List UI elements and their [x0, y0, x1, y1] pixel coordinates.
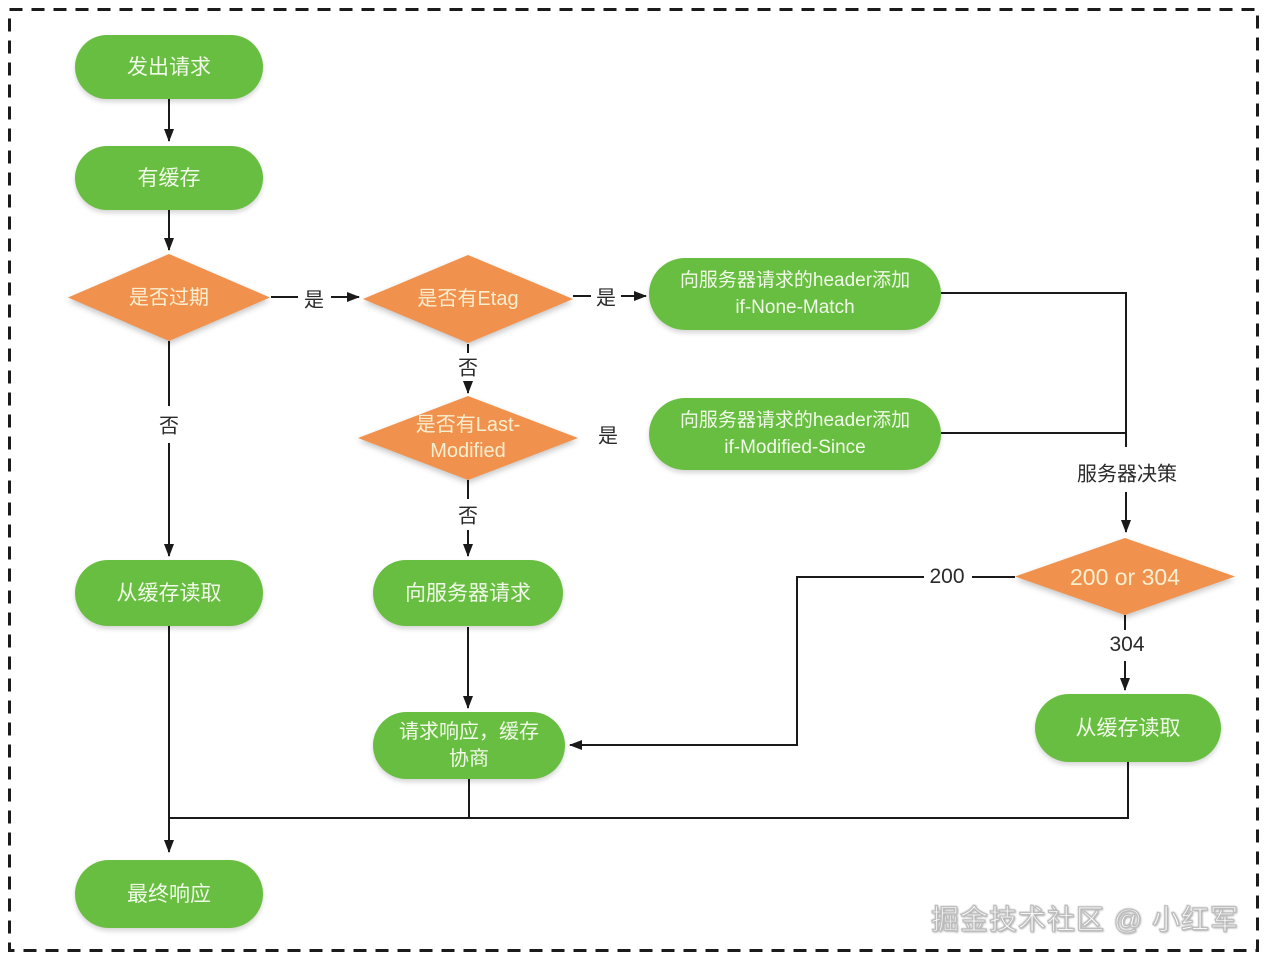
edge-label-lastmodified-yes: 是 [598, 425, 618, 448]
node-start-label: 发出请求 [127, 55, 211, 79]
node-final-response-label: 最终响应 [127, 882, 211, 906]
node-response-negotiate: 请求响应，缓存 协商 [373, 712, 565, 779]
node-add-if-none-match: 向服务器请求的header添加 if-None-Match [649, 258, 941, 330]
edge-label-status-200: 200 [929, 565, 965, 588]
edge-label-lastmodified-no: 否 [458, 505, 478, 528]
edge-label-server-decision: 服务器决策 [1077, 463, 1177, 486]
edge-nonematch-rail [941, 292, 1127, 447]
node-response-negotiate-line1: 请求响应，缓存 [399, 720, 539, 743]
edge-label-etag-yes: 是 [596, 287, 616, 310]
edge-status-200-b [569, 576, 924, 750]
node-is-expired: 是否过期 [68, 254, 270, 341]
edge-readcacheright-rail [169, 762, 1129, 819]
node-add-if-modified-since: 向服务器请求的header添加 if-Modified-Since [649, 398, 941, 470]
node-add-if-modified-since-line1: 向服务器请求的header添加 [679, 410, 911, 431]
dashed-frame [8, 8, 1259, 952]
node-has-last-modified-line2: Modified [430, 440, 506, 462]
node-has-etag: 是否有Etag [363, 255, 573, 343]
node-request-server-label: 向服务器请求 [405, 581, 531, 605]
watermark-text: 掘金技术社区 @ 小红军 [930, 903, 1239, 935]
node-add-if-none-match-line1: 向服务器请求的header添加 [679, 270, 911, 291]
node-read-cache-left-label: 从缓存读取 [116, 581, 222, 605]
edge-label-etag-no: 否 [458, 357, 478, 380]
node-has-cache-label: 有缓存 [137, 166, 201, 190]
node-status-decision: 200 or 304 [1015, 538, 1235, 615]
node-has-last-modified-line1: 是否有Last- [415, 414, 521, 436]
node-has-last-modified: 是否有Last- Modified [358, 396, 578, 480]
node-read-cache-right-label: 从缓存读取 [1075, 716, 1181, 740]
node-request-server: 向服务器请求 [373, 560, 563, 626]
edge-label-status-304: 304 [1109, 633, 1145, 656]
edge-label-expired-yes: 是 [304, 289, 324, 312]
node-is-expired-label: 是否过期 [129, 286, 209, 309]
node-read-cache-right: 从缓存读取 [1035, 694, 1221, 762]
node-start: 发出请求 [75, 35, 263, 99]
node-add-if-none-match-line2: if-None-Match [735, 297, 855, 318]
node-status-decision-label: 200 or 304 [1070, 563, 1180, 590]
node-final-response: 最终响应 [75, 860, 263, 928]
node-read-cache-left: 从缓存读取 [75, 560, 263, 626]
node-response-negotiate-line2: 协商 [449, 747, 489, 770]
node-has-cache: 有缓存 [75, 146, 263, 210]
node-has-etag-label: 是否有Etag [417, 288, 519, 310]
node-add-if-modified-since-line2: if-Modified-Since [724, 437, 866, 458]
edge-label-expired-no: 否 [159, 415, 179, 438]
